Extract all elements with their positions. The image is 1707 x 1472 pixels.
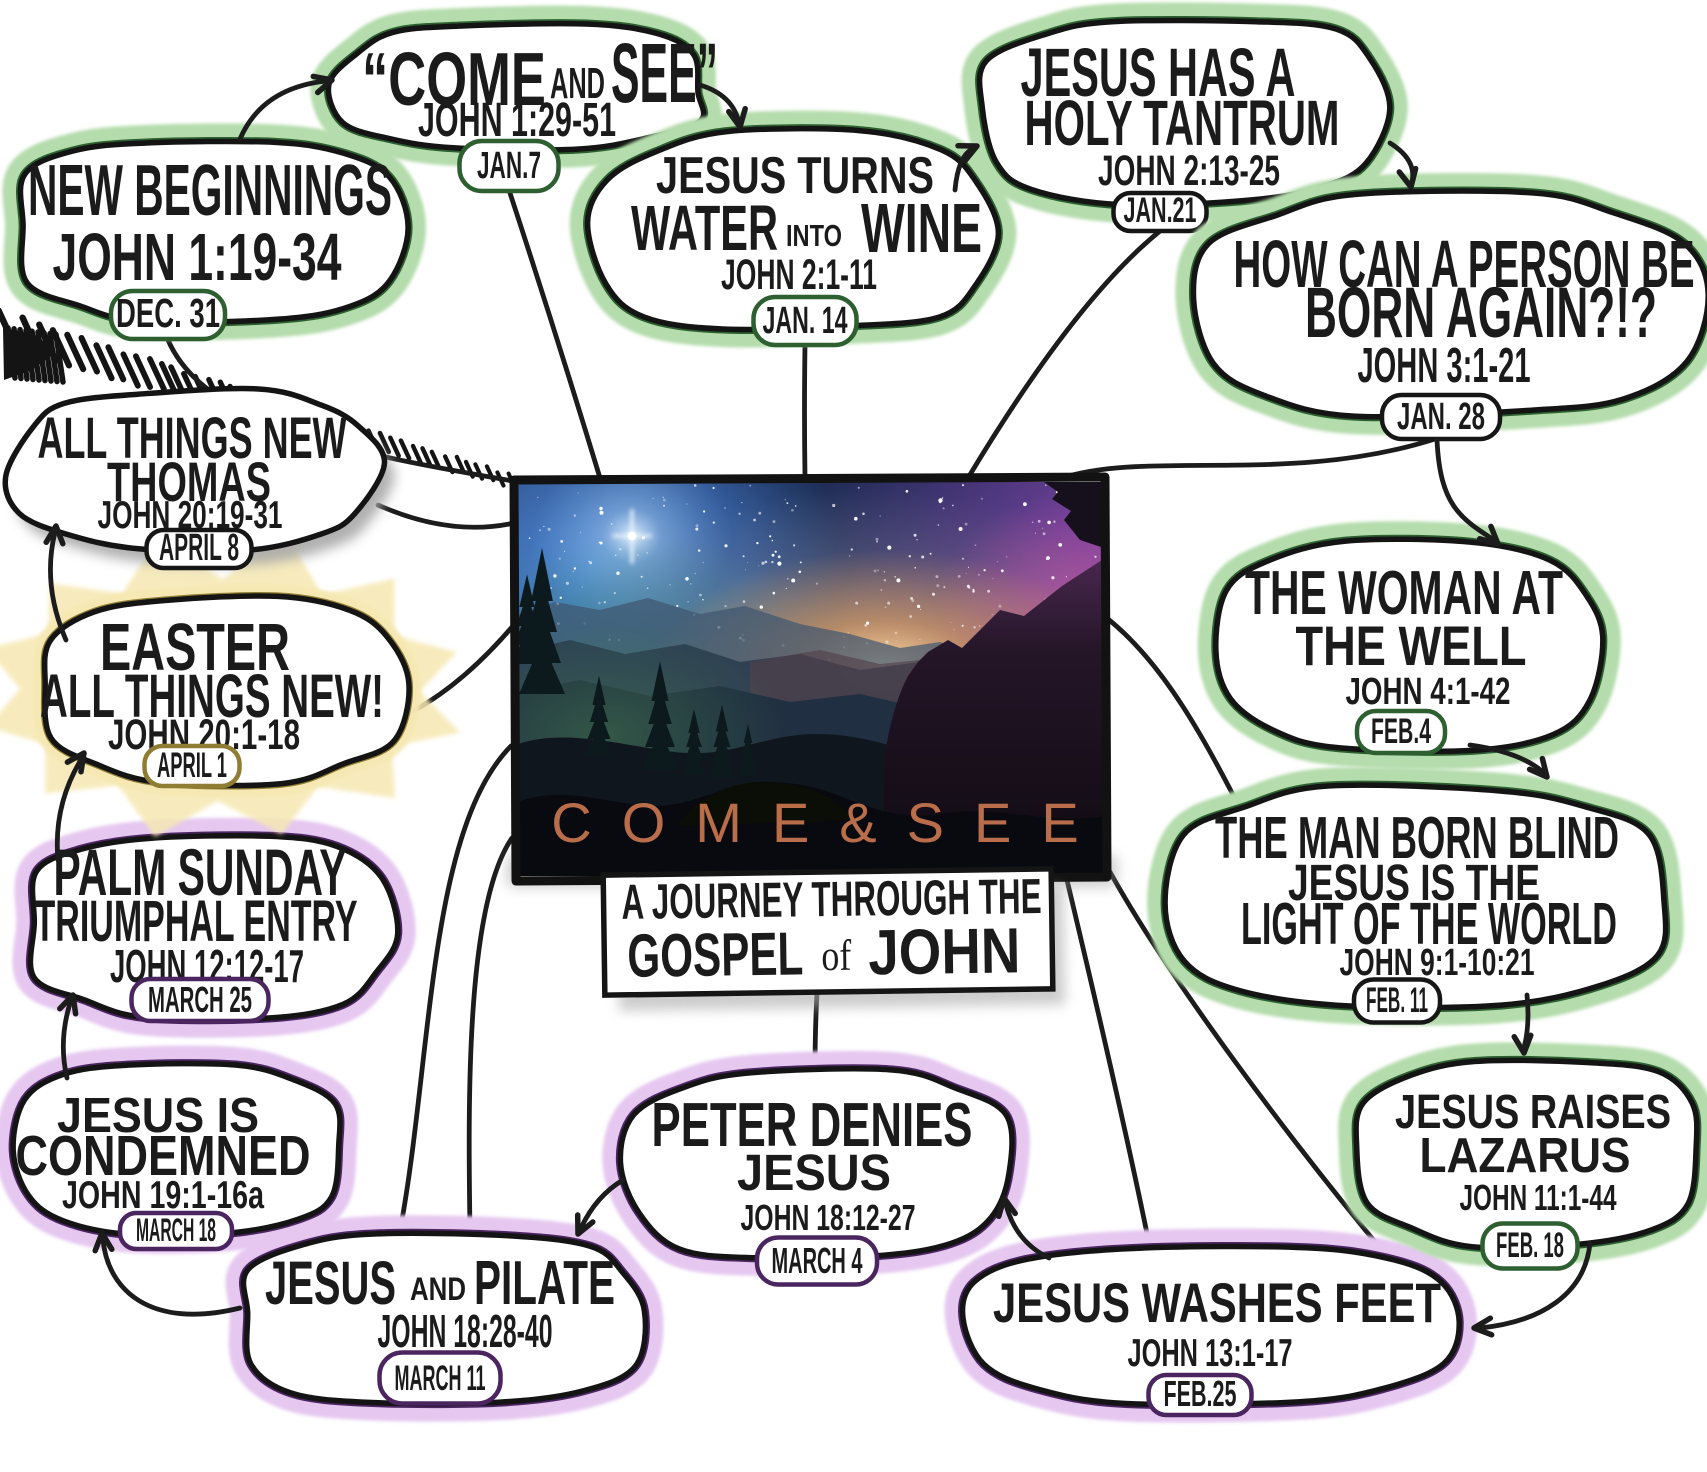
svg-text:EASTER: EASTER	[100, 610, 290, 685]
svg-text:JAN. 14: JAN. 14	[763, 300, 848, 342]
svg-text:JOHN 9:1-10:21: JOHN 9:1-10:21	[1340, 942, 1535, 984]
svg-text:JESUS: JESUS	[265, 1249, 396, 1317]
svg-text:MARCH 25: MARCH 25	[148, 979, 252, 1020]
svg-text:PETER DENIES: PETER DENIES	[652, 1090, 973, 1160]
svg-text:JOHN 2:1-11: JOHN 2:1-11	[721, 251, 877, 298]
svg-text:JAN.21: JAN.21	[1124, 191, 1197, 230]
svg-text:JESUS: JESUS	[737, 1144, 891, 1201]
svg-text:TRIUMPHAL ENTRY: TRIUMPHAL ENTRY	[35, 889, 358, 954]
svg-text:FEB. 18: FEB. 18	[1496, 1226, 1564, 1265]
svg-text:DEC. 31: DEC. 31	[116, 290, 220, 336]
svg-text:MARCH 11: MARCH 11	[395, 1359, 486, 1398]
svg-text:ALL THINGS NEW!: ALL THINGS NEW!	[40, 662, 384, 730]
svg-text:SEE”: SEE”	[611, 26, 718, 120]
svg-text:CONDEMNED: CONDEMNED	[16, 1125, 311, 1188]
svg-text:JOHN 19:1-16a: JOHN 19:1-16a	[62, 1174, 265, 1217]
svg-text:APRIL 1: APRIL 1	[157, 746, 227, 785]
svg-text:JOHN 3:1-21: JOHN 3:1-21	[1358, 338, 1531, 393]
svg-text:ALL THINGS NEW: ALL THINGS NEW	[38, 406, 347, 471]
svg-text:JAN.7: JAN.7	[477, 145, 541, 187]
svg-text:FEB.25: FEB.25	[1164, 1373, 1237, 1414]
svg-text:GOSPEL: GOSPEL	[627, 919, 804, 989]
svg-text:JESUS IS THE: JESUS IS THE	[1288, 854, 1540, 911]
svg-text:BORN AGAIN?!?: BORN AGAIN?!?	[1305, 274, 1657, 353]
svg-text:AND: AND	[410, 1271, 466, 1307]
svg-text:of: of	[821, 932, 852, 980]
svg-text:JOHN 13:1-17: JOHN 13:1-17	[1128, 1332, 1293, 1375]
svg-text:HOLY TANTRUM: HOLY TANTRUM	[1025, 87, 1340, 159]
svg-text:INTO: INTO	[786, 219, 842, 253]
svg-text:APRIL 8: APRIL 8	[159, 527, 239, 569]
svg-text:HOW CAN A PERSON BE: HOW CAN A PERSON BE	[1234, 227, 1695, 302]
svg-text:JESUS TURNS: JESUS TURNS	[656, 147, 934, 205]
svg-text:JOHN 11:1-44: JOHN 11:1-44	[1460, 1177, 1617, 1218]
svg-text:LIGHT OF THE WORLD: LIGHT OF THE WORLD	[1241, 890, 1617, 957]
svg-text:JOHN 2:13-25: JOHN 2:13-25	[1098, 147, 1280, 194]
svg-text:WINE: WINE	[861, 189, 982, 267]
svg-text:COME&SEE: COME&SEE	[551, 791, 1108, 854]
svg-text:THE WOMAN AT: THE WOMAN AT	[1245, 558, 1563, 628]
svg-text:JESUS IS: JESUS IS	[57, 1088, 259, 1143]
svg-text:JESUS WASHES FEET: JESUS WASHES FEET	[993, 1272, 1441, 1334]
svg-text:JOHN: JOHN	[868, 914, 1021, 988]
svg-text:AND: AND	[550, 60, 605, 108]
svg-text:“COME: “COME	[362, 38, 546, 122]
svg-text:LAZARUS: LAZARUS	[1420, 1128, 1631, 1183]
svg-text:MARCH 18: MARCH 18	[136, 1212, 216, 1248]
svg-text:JOHN 18:12-27: JOHN 18:12-27	[741, 1197, 916, 1238]
svg-text:JAN. 28: JAN. 28	[1397, 396, 1485, 438]
svg-text:PALM SUNDAY: PALM SUNDAY	[54, 836, 347, 909]
svg-text:JESUS RAISES: JESUS RAISES	[1395, 1086, 1671, 1139]
svg-text:JESUS HAS A: JESUS HAS A	[1021, 35, 1296, 111]
svg-text:THE WELL: THE WELL	[1296, 615, 1527, 677]
svg-text:FEB. 11: FEB. 11	[1366, 981, 1428, 1020]
svg-text:JOHN 4:1-42: JOHN 4:1-42	[1346, 671, 1511, 713]
svg-text:MARCH 4: MARCH 4	[772, 1240, 863, 1281]
svg-text:THOMAS: THOMAS	[107, 451, 271, 513]
svg-text:PILATE: PILATE	[474, 1248, 615, 1318]
svg-text:JOHN 1:19-34: JOHN 1:19-34	[53, 220, 342, 295]
svg-text:A JOURNEY THROUGH THE: A JOURNEY THROUGH THE	[621, 869, 1042, 930]
svg-text:WATER: WATER	[631, 192, 778, 264]
svg-text:FEB.4: FEB.4	[1371, 712, 1431, 751]
svg-text:JOHN 18:28-40: JOHN 18:28-40	[378, 1305, 553, 1357]
svg-text:NEW BEGINNINGS: NEW BEGINNINGS	[28, 150, 392, 231]
svg-text:THE MAN BORN BLIND: THE MAN BORN BLIND	[1215, 804, 1619, 871]
svg-text:JOHN 1:29-51: JOHN 1:29-51	[418, 94, 616, 147]
